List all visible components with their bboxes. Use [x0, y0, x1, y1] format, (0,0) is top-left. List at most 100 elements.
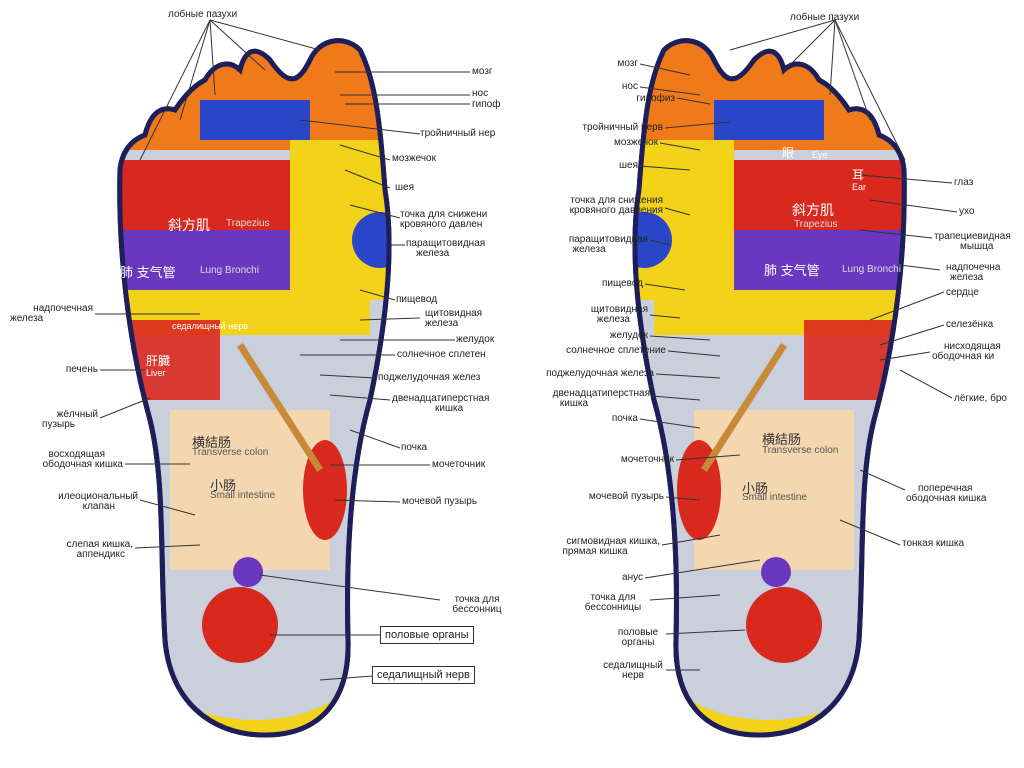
label-cecum-1-left: слепая кишка, [66, 539, 133, 550]
left-genitals [202, 587, 278, 663]
label-insomnia-2-right: бессонницы [584, 602, 642, 613]
label-duodenum-2-right: кишка [559, 398, 588, 409]
zone-trapezius-en-right: Trapezius [794, 219, 838, 230]
label-bp-point-1-left: точка для снижени [400, 209, 488, 220]
label-pituitary-left: гипоф [472, 99, 501, 110]
left-lung-zone [119, 230, 300, 290]
label-genitals-2-right: органы [621, 637, 655, 648]
label-brain-right: мозг [617, 58, 638, 69]
label-trapezius-2-right: мышца [960, 241, 994, 252]
zone-transverse-en-left: Transverse colon [192, 447, 269, 458]
zone-small-cn-left: 小肠 [210, 478, 237, 493]
zone-transverse-cn-left: 横結肠 [192, 435, 232, 450]
label-ureter-left: мочеточник [432, 459, 486, 470]
zone-trapezius-cn-right: 斜方肌 [792, 202, 834, 218]
leader-lines [95, 19, 958, 681]
label-ureter-right: мочеточник [620, 454, 674, 465]
right-thyroid [634, 212, 672, 268]
label-sciatic-2-right: нерв [622, 670, 644, 681]
right-genitals [746, 587, 822, 663]
zone-liver-en-left: Liver [146, 368, 166, 378]
label-solar-plexus-left: солнечное сплетен [397, 349, 486, 360]
label-transverse-colon-2-right: ободочная кишка [906, 493, 987, 504]
label-duodenum-1-left: двенадцатиперстная [392, 393, 490, 404]
right-foot-outline-top [632, 38, 907, 738]
label-parathyroid-1-right: паращитовидная [568, 234, 648, 245]
label-insomnia-1-right: точка для [590, 592, 636, 603]
right-ureter [701, 343, 787, 472]
label-thyroid-2-left: железа [425, 318, 459, 329]
label-duodenum-1-right: двенадцатиперстная [552, 388, 650, 399]
zone-small-cn-right: 小肠 [742, 481, 769, 496]
label-pancreas-right: поджелудочная железа [546, 368, 654, 379]
left-thyroid [352, 212, 390, 268]
label-ascending-colon-1-left: восходящая [48, 449, 105, 460]
zone-lung-en-left: Lung Bronchi [200, 265, 259, 276]
label-adrenal-1-left: надпочечная [33, 303, 93, 314]
label-descending-colon-1-right: нисходящая [944, 341, 1001, 352]
label-kidney-left: почка [401, 442, 428, 453]
label-genitals-left: половые органы [380, 626, 474, 644]
label-descending-colon-2-right: ободочная ки [932, 351, 995, 362]
label-heart-right: сердце [946, 287, 979, 298]
zone-lung-cn-left: 肺 支气管 [120, 265, 176, 280]
zone-transverse-cn-right: 横結肠 [762, 432, 802, 447]
label-gallbladder-1-left: жёлчный [56, 409, 98, 420]
label-thyroid-2-right: железа [596, 314, 630, 325]
label-stomach-left: желудок [456, 334, 495, 345]
zone-ear-en-right: Ear [852, 182, 867, 192]
label-small-intestine-right: тонкая кишка [902, 538, 965, 549]
label-thyroid-1-right: щитовидная [590, 304, 648, 315]
right-eye-band [714, 100, 824, 140]
label-sigmoid-1-right: сигмовидная кишка, [566, 536, 660, 547]
label-stomach-right: желудок [609, 330, 648, 341]
right-trapezius-zone [734, 160, 905, 230]
zone-lung-en-right: Lung Bronchi [842, 264, 901, 275]
label-adrenal-2-left: железа [10, 313, 44, 324]
zone-transverse-en-right: Transverse colon [762, 445, 839, 456]
left-eye-band [200, 100, 310, 140]
label-anus-right: анус [622, 572, 643, 583]
label-spleen-right: селезёнка [946, 319, 994, 330]
label-cerebellum-right: мозжечок [614, 137, 658, 148]
label-gallbladder-2-left: пузырь [42, 419, 75, 430]
label-bladder-left: мочевой пузырь [402, 496, 478, 507]
label-bp-point-2-left: кровяного давлен [400, 219, 483, 230]
label-ascending-colon-2-left: ободочная кишка [42, 459, 123, 470]
label-cecum-2-left: аппендикс [76, 549, 125, 560]
label-brain-left: мозг [472, 66, 493, 77]
left-insomnia-point [233, 557, 263, 587]
label-trigeminal-right: тройничный нерв [582, 122, 663, 133]
label-ileocecal-1-left: илеоциональный [58, 491, 138, 502]
label-eye-right: глаз [954, 177, 974, 188]
zone-trapezius-en-left: Trapezius [226, 218, 270, 229]
left-trapezius-zone [119, 160, 290, 230]
left-ureter [237, 343, 323, 472]
label-sciatic-1-right: седалищный [603, 660, 663, 671]
label-neck-right: шея [619, 160, 638, 171]
label-frontal-sinuses-right: лобные пазухи [790, 12, 860, 23]
left-foot-outline-top [117, 38, 392, 738]
label-nose-left: нос [472, 88, 489, 99]
label-duodenum-2-left: кишка [435, 403, 464, 414]
right-insomnia-point [761, 557, 791, 587]
label-esophagus-right: пищевод [601, 278, 643, 289]
label-bp-point-2-right: кровяного давления [569, 205, 663, 216]
label-pancreas-left: поджелудочная желез [378, 372, 481, 383]
zone-liver-cn-left: 肝臓 [146, 354, 171, 368]
left-foot [117, 38, 392, 738]
label-sigmoid-2-right: прямая кишка [562, 546, 628, 557]
label-ear-right: ухо [959, 206, 975, 217]
label-pituitary-right: гипофиз [636, 93, 675, 104]
label-insomnia-1-left: точка для [454, 594, 500, 605]
zone-trapezius-cn-left: 斜方肌 [168, 217, 210, 233]
label-sciatic-left: седалищный нерв [372, 666, 475, 684]
label-adrenal-2-right: железа [950, 272, 984, 283]
label-trapezius-1-right: трапециевидная [934, 231, 1011, 242]
label-solar-plexus-right: солнечное сплетение [566, 345, 666, 356]
label-adrenal-1-right: надпочечна [946, 262, 1001, 273]
label-bp-point-1-right: точка для снижения [570, 195, 663, 206]
zone-small-en-left: Small intestine [210, 490, 276, 501]
zone-ear-cn-right: 耳 [852, 168, 865, 182]
zone-lung-cn-right: 肺 支气管 [764, 263, 820, 278]
